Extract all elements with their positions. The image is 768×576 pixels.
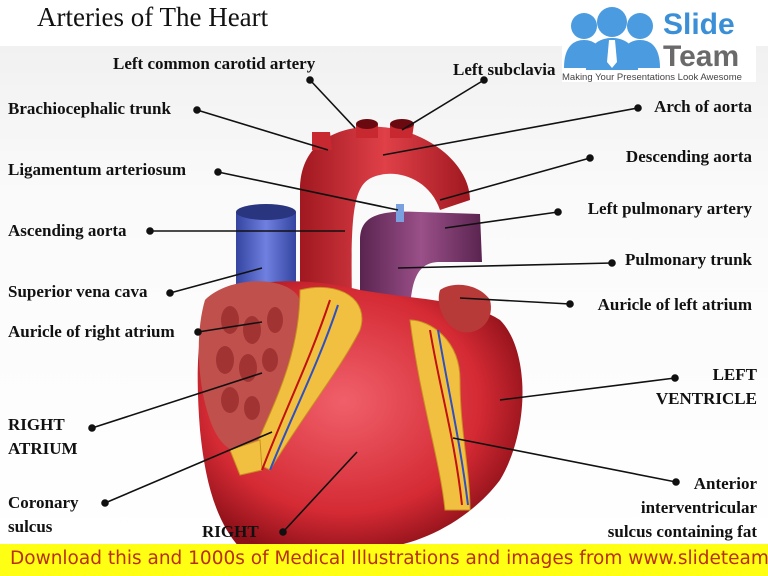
superior-vena-cava-shape [236, 204, 296, 300]
label-line: sulcus containing fat [607, 522, 757, 541]
pulmonary-trunk-shape [360, 204, 482, 320]
label-brachiocephalic: Brachiocephalic trunk [8, 99, 171, 118]
banner-text[interactable]: Download this and 1000s of Medical Illus… [10, 548, 768, 569]
label-line: Coronary [8, 493, 79, 512]
label-line: LEFT [712, 365, 757, 384]
label-coronary-sulcus: Coronary sulcus [8, 491, 79, 539]
label-pulmonary-trunk: Pulmonary trunk [624, 250, 752, 269]
label-right-atrium: RIGHT ATRIUM [8, 413, 78, 461]
people-icon [564, 7, 660, 70]
label-left-subclavian: Left subclavia [453, 60, 556, 79]
coronary-vessels [261, 299, 469, 506]
label-right-ventricle: RIGHT [202, 522, 259, 541]
label-line: ATRIUM [8, 439, 78, 458]
label-superior-vena-cava: Superior vena cava [8, 282, 148, 301]
logo-tagline: Making Your Presentations Look Awesome [562, 72, 742, 83]
label-left-ventricle: LEFT VENTRICLE [656, 363, 757, 411]
logo-text-slide: Slide [663, 8, 735, 41]
label-line: RIGHT [8, 415, 65, 434]
label-auricle-left-atrium: Auricle of left atrium [597, 295, 752, 314]
slide-title: Arteries of The Heart [37, 2, 269, 32]
slideteam-logo: Slide Team Making Your Presentations Loo… [562, 6, 756, 83]
label-anterior-interventricular-sulcus: Anterior interventricular sulcus contain… [608, 472, 757, 544]
label-descending-aorta: Descending aorta [625, 147, 752, 166]
label-line: VENTRICLE [655, 389, 757, 408]
label-ligamentum-arteriosum: Ligamentum arteriosum [8, 160, 187, 179]
label-line: interventricular [640, 498, 757, 517]
label-left-pulmonary-artery: Left pulmonary artery [587, 199, 752, 218]
leader-lines [88, 76, 680, 536]
aorta-shape [300, 119, 470, 300]
label-auricle-right-atrium: Auricle of right atrium [8, 322, 175, 341]
label-arch-of-aorta: Arch of aorta [654, 97, 752, 116]
logo-text-team: Team [663, 40, 740, 73]
label-line: sulcus [8, 517, 53, 536]
download-banner[interactable]: Download this and 1000s of Medical Illus… [0, 544, 768, 576]
label-line: Anterior [693, 474, 757, 493]
label-ascending-aorta: Ascending aorta [8, 221, 127, 240]
label-left-common-carotid: Left common carotid artery [113, 54, 316, 73]
